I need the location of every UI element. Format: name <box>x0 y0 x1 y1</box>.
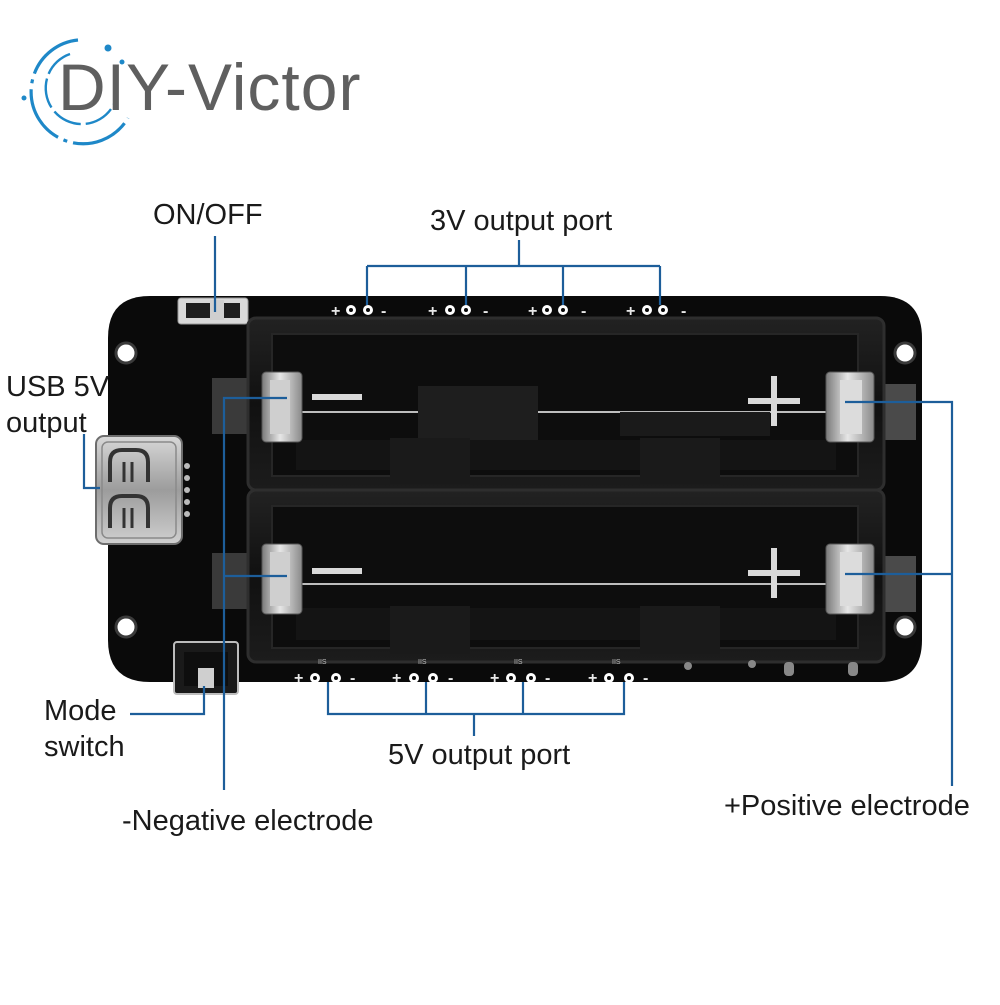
silk-minus: - <box>545 670 550 687</box>
silk-label: IIS <box>318 659 327 666</box>
silk-plus: + <box>528 303 537 320</box>
leader-usb-output <box>82 434 100 490</box>
silk-minus: - <box>681 303 686 320</box>
leader-3v-output <box>365 240 662 305</box>
label-negative-electrode: -Negative electrode <box>122 805 373 837</box>
positive-contact <box>825 543 875 615</box>
silk-minus: - <box>643 670 648 687</box>
negative-contact <box>261 371 303 443</box>
plus-mark-icon <box>748 376 800 426</box>
silk-plus: + <box>294 670 303 687</box>
mode-switch[interactable] <box>173 641 239 695</box>
label-on-off: ON/OFF <box>153 199 263 231</box>
minus-mark-icon <box>312 394 362 400</box>
mounting-hole <box>114 615 138 639</box>
silk-plus: + <box>392 670 401 687</box>
label-usb-line1: USB 5V <box>6 371 110 403</box>
label-positive-electrode: +Positive electrode <box>724 790 970 822</box>
brand-name: DIY-Victor <box>58 50 361 124</box>
contact-pad <box>212 378 252 434</box>
header-5v[interactable]: IIS IIS IIS IIS + - + - + - + - <box>294 659 858 687</box>
silk-plus: + <box>626 303 635 320</box>
label-mode-line1: Mode <box>44 695 117 727</box>
battery-board: + - + - + - + - <box>95 296 922 695</box>
circular-dotted-logo-icon <box>21 38 130 146</box>
contact-pad <box>212 553 252 609</box>
silk-plus: + <box>428 303 437 320</box>
brand-logo: DIY-Victor <box>21 38 361 146</box>
mounting-hole <box>114 341 138 365</box>
mounting-hole <box>893 615 917 639</box>
label-3v-output: 3V output port <box>430 205 612 237</box>
label-5v-output: 5V output port <box>388 739 570 771</box>
callout-labels: ON/OFF 3V output port USB 5V output Mode… <box>6 199 970 837</box>
on-off-switch[interactable] <box>177 297 249 325</box>
mounting-hole <box>893 341 917 365</box>
label-usb-line2: output <box>6 407 87 439</box>
silk-minus: - <box>581 303 586 320</box>
leader-positive <box>845 400 954 786</box>
silk-plus: + <box>331 303 340 320</box>
silk-minus: - <box>483 303 488 320</box>
silk-label: IIS <box>612 659 621 666</box>
silk-plus: + <box>490 670 499 687</box>
silk-minus: - <box>350 670 355 687</box>
contact-pad <box>880 384 916 440</box>
leader-lines <box>82 236 954 790</box>
plus-mark-icon <box>748 548 800 598</box>
minus-mark-icon <box>312 568 362 574</box>
negative-contact <box>261 543 303 615</box>
leader-negative <box>222 396 287 790</box>
silk-plus: + <box>588 670 597 687</box>
usb-c-connector[interactable] <box>95 435 190 545</box>
silk-label: IIS <box>418 659 427 666</box>
leader-mode-switch <box>130 686 206 716</box>
positive-contact <box>825 371 875 443</box>
silk-label: IIS <box>514 659 523 666</box>
silk-minus: - <box>448 670 453 687</box>
leader-5v-output <box>326 682 626 736</box>
battery-holder-bottom <box>246 488 886 664</box>
label-mode-line2: switch <box>44 731 125 763</box>
battery-holder-top <box>246 316 886 492</box>
silk-minus: - <box>381 303 386 320</box>
contact-pad <box>880 556 916 612</box>
header-3v[interactable]: + - + - + - + - <box>331 303 686 320</box>
